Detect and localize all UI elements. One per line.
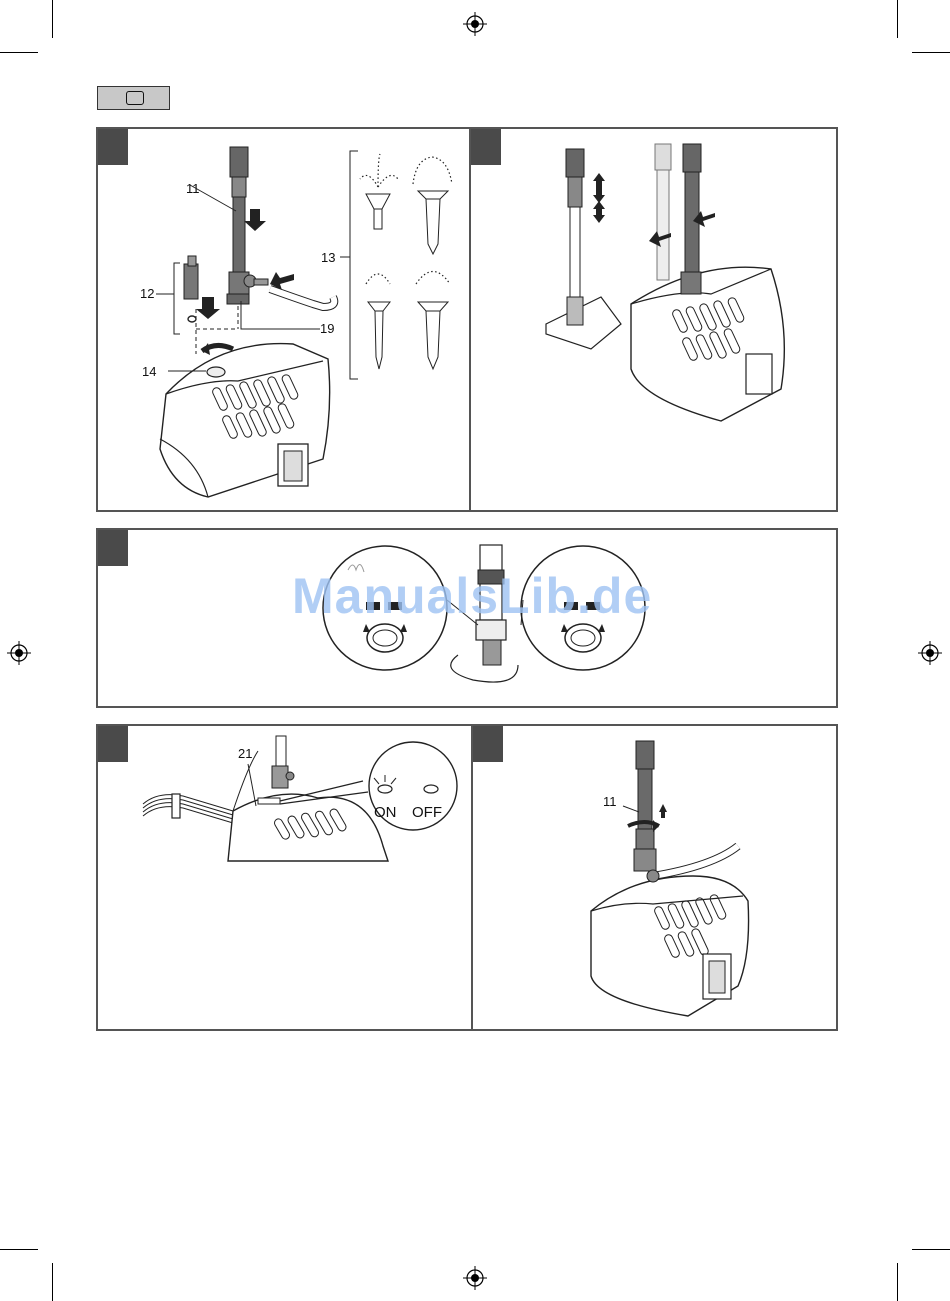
callout-14: 14	[142, 364, 156, 379]
figure-panel-d: 21 ON OFF	[96, 724, 473, 1031]
registration-mark-icon	[463, 12, 487, 36]
callout-13: 13	[321, 250, 335, 265]
callout-11: 11	[603, 794, 617, 809]
language-box	[97, 86, 170, 110]
figure-panel-c: ManualsLib.de	[96, 528, 838, 708]
nozzle-assembly-illustration	[98, 129, 473, 514]
crop-mark	[52, 1263, 53, 1301]
crop-mark	[897, 1263, 898, 1301]
tube-removal-illustration	[473, 726, 840, 1033]
crop-mark	[52, 0, 53, 38]
callout-11: 11	[186, 181, 200, 196]
registration-mark-icon	[463, 1266, 487, 1290]
callout-21: 21	[238, 746, 252, 761]
registration-mark-icon	[7, 641, 31, 665]
switch-off-label: OFF	[412, 804, 442, 821]
callout-12: 12	[140, 286, 154, 301]
figure-panel-e: 11	[471, 724, 838, 1031]
crop-mark	[897, 0, 898, 38]
crop-mark	[912, 52, 950, 53]
light-switch-illustration	[98, 726, 475, 1033]
crop-mark	[0, 52, 38, 53]
figure-panel-a: 11 12 13 14 19	[96, 127, 471, 512]
telescopic-tube-illustration	[471, 129, 840, 514]
crop-mark	[912, 1249, 950, 1250]
callout-19: 19	[320, 321, 334, 336]
crop-mark	[0, 1249, 38, 1250]
rounded-rectangle-icon	[126, 91, 144, 105]
watermark: ManualsLib.de	[292, 567, 652, 625]
switch-on-label: ON	[374, 804, 397, 821]
figure-panel-b	[469, 127, 838, 512]
registration-mark-icon	[918, 641, 942, 665]
